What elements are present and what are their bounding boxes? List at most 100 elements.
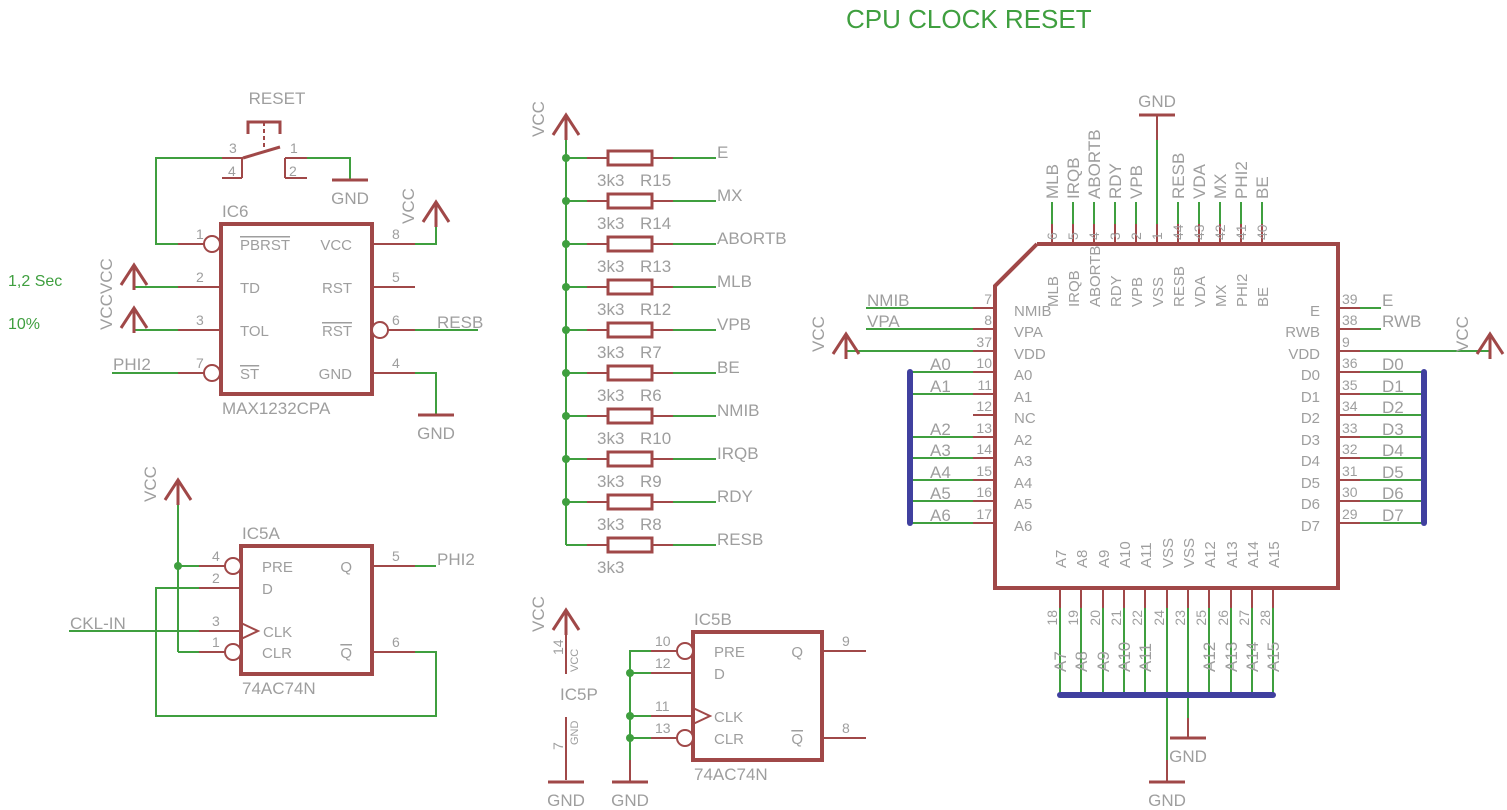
net-label: A15: [1264, 642, 1283, 672]
vcc-label: VCC: [529, 101, 548, 137]
net-label: D1: [1382, 377, 1404, 396]
resistor-icon: [606, 321, 654, 339]
net-label: A2: [930, 420, 951, 439]
net-label: MLB: [717, 272, 752, 291]
pin-number: 22: [1129, 610, 1145, 626]
pin-name: PRE: [262, 559, 293, 576]
pin-number: 35: [1342, 377, 1358, 393]
junction-dot: [626, 734, 634, 742]
pin-name: RDY: [1108, 275, 1125, 307]
pin-number: 34: [1342, 398, 1358, 414]
inversion-bubble: [224, 643, 242, 661]
pin-number: 36: [1342, 355, 1358, 371]
net-label-ckl-in: CKL-IN: [70, 614, 126, 633]
pin-number: 20: [1087, 610, 1103, 626]
resistor-ref: R6: [640, 386, 662, 405]
schematic-layer: RESET3412GNDIC6MAX1232CPA1PBRST2TD3TOL7S…: [69, 89, 1505, 810]
net-label: PHI2: [1232, 161, 1251, 199]
pin-number: 3: [196, 312, 204, 328]
net-label: VPB: [1127, 165, 1146, 199]
resistor-ref: R15: [640, 171, 671, 190]
resistor-icon: [606, 536, 654, 554]
net-label: MLB: [1043, 164, 1062, 199]
net-label: E: [1382, 291, 1393, 310]
net-label: VPA: [867, 312, 900, 331]
pin-number: 13: [655, 720, 671, 736]
net-label: A7: [1051, 651, 1070, 672]
pin-name: A11: [1138, 542, 1155, 568]
pin-number: 32: [1342, 441, 1358, 457]
pin-number: 28: [1257, 610, 1273, 626]
net-label: BE: [1253, 176, 1272, 199]
resistor-ref: R10: [640, 429, 671, 448]
resistor-value: 3k3: [597, 386, 624, 405]
resistor-value: 3k3: [597, 429, 624, 448]
junction-dot: [626, 669, 634, 677]
pin-name: D4: [1301, 453, 1320, 470]
pin-number: 13: [976, 420, 992, 436]
pin-number: 4: [212, 548, 220, 564]
pin-number: 6: [392, 634, 400, 650]
resistor-value: 3k3: [597, 515, 624, 534]
pin-name: A9: [1096, 550, 1113, 568]
gnd-label: GND: [611, 791, 649, 810]
pin-name: CLR: [714, 731, 744, 748]
pin-number: 4: [228, 163, 236, 179]
pin-number: 6: [392, 312, 400, 328]
pin-number: 19: [1065, 610, 1081, 626]
gnd-label: GND: [1169, 747, 1207, 766]
pin-name: CLK: [714, 709, 743, 726]
inversion-bubble: [371, 321, 389, 339]
net-label: A5: [930, 484, 951, 503]
pin-number: 8: [842, 720, 850, 736]
net-label: RWB: [1382, 312, 1421, 331]
pin-name: VDD: [1288, 346, 1320, 363]
pin-number: 44: [1170, 224, 1186, 240]
net-label: VDA: [1190, 163, 1209, 199]
pin-number: 2: [212, 570, 220, 586]
clock-triangle-icon: [692, 707, 713, 725]
pin-name: VSS: [1150, 277, 1167, 307]
ic5p-name: IC5P: [560, 685, 598, 704]
pin-name: Q: [791, 731, 803, 748]
net-label: A10: [1115, 642, 1134, 672]
net-label: RESB: [717, 530, 763, 549]
pin-name: RESB: [1171, 266, 1188, 307]
pin-name: A2: [1014, 432, 1032, 449]
pin-number: 40: [1254, 224, 1270, 240]
net-label: E: [717, 143, 728, 162]
resistor-value: 3k3: [597, 214, 624, 233]
note-delay: 1,2 Sec: [8, 273, 62, 290]
pin-name: Q: [340, 559, 352, 576]
net-label: ABORTB: [1085, 129, 1104, 199]
pin-name: IRQB: [1066, 270, 1083, 307]
pin-name: GND: [569, 721, 581, 746]
net-label-phi2: PHI2: [437, 550, 475, 569]
switch-name-reset: RESET: [249, 89, 306, 108]
wire-reset-to-pbrst: [155, 157, 222, 245]
resistor-icon: [606, 407, 654, 425]
net-label: A9: [1094, 651, 1113, 672]
resistor-icon: [606, 493, 654, 511]
net-label: VPB: [717, 315, 751, 334]
net-label: A13: [1222, 642, 1241, 672]
net-label: IRQB: [717, 444, 759, 463]
pin-number: 41: [1233, 224, 1249, 240]
ic5a-value: 74AC74N: [242, 679, 316, 698]
net-label: MX: [1211, 174, 1230, 200]
net-label: ABORTB: [717, 229, 787, 248]
wire-ic5a-feedback: [155, 587, 437, 717]
net-label: RDY: [1106, 163, 1125, 199]
pin-number: 10: [976, 355, 992, 371]
resistor-value: 3k3: [597, 472, 624, 491]
pin-name: A5: [1014, 496, 1032, 513]
net-label: D2: [1382, 398, 1404, 417]
wire-ic6-vcc: [415, 210, 437, 245]
pin-number: 1: [212, 634, 220, 650]
net-label: A1: [930, 377, 951, 396]
wire-reset-to-gnd: [307, 157, 351, 180]
net-label-phi2: PHI2: [113, 355, 151, 374]
pin-name: A15: [1266, 541, 1283, 568]
ic5a-body: [239, 544, 374, 676]
